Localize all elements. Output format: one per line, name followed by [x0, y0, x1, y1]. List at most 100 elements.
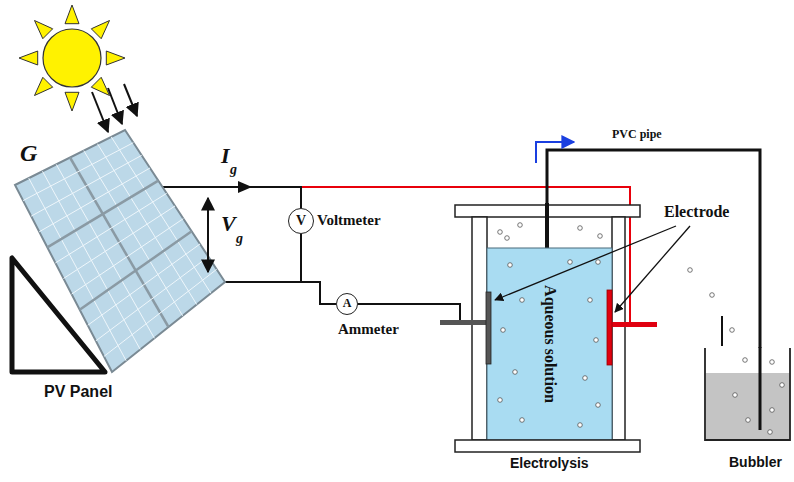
electrode: [607, 290, 612, 365]
bubble: [498, 230, 503, 235]
pipe-stub: [545, 203, 549, 249]
bubble: [513, 370, 518, 375]
cell-wall: [612, 217, 625, 440]
sun-ray: [106, 51, 125, 65]
voltage-arrow: [207, 198, 209, 272]
voltmeter-circle: VVoltmeter: [288, 208, 314, 234]
panel-grid: [96, 257, 208, 341]
bubbles: [498, 223, 603, 428]
sun-ray: [35, 77, 53, 95]
bubble: [520, 298, 525, 303]
sun-ray: [65, 92, 79, 111]
bubble: [780, 383, 785, 388]
bubble: [770, 360, 775, 365]
part-label: Electrode: [664, 203, 729, 221]
edge-label: PVC pipe: [612, 128, 662, 141]
subscript: g: [236, 231, 243, 246]
light-arrow: [124, 84, 137, 116]
panel-grid: [31, 155, 142, 216]
sun-ray: [19, 51, 38, 65]
bubbler-label: Bubbler: [729, 455, 782, 470]
bubble: [578, 226, 583, 231]
sun-ray: [91, 77, 109, 95]
electrode-leaders: [495, 226, 690, 312]
meter-symbol: V: [296, 213, 306, 228]
pv-panel: [15, 130, 225, 372]
sun-ray: [91, 21, 109, 39]
sun-disc: [43, 29, 101, 87]
bubble: [520, 418, 525, 423]
sun-ray: [65, 5, 79, 24]
bubble: [710, 293, 715, 298]
panel-label: PV Panel: [44, 383, 112, 401]
meter-label: Voltmeter: [317, 212, 381, 229]
bubble: [568, 260, 573, 265]
panel-grid: [88, 244, 200, 325]
bubble: [583, 376, 588, 381]
bubble: [594, 338, 599, 343]
bubble: [508, 263, 513, 268]
wire-connector: [358, 304, 487, 323]
bubble: [596, 403, 601, 408]
bubbler-box: Bubbler: [705, 348, 790, 440]
electrode-rod: [440, 320, 487, 325]
bubbler-wall: [705, 348, 790, 440]
wire-connector: [301, 234, 336, 304]
electrolysis-cell: [440, 203, 657, 452]
light-arrow: [92, 92, 108, 132]
bubble: [501, 328, 506, 333]
bubbler-liquid: [706, 373, 790, 440]
sun-ray: [35, 21, 53, 39]
cell-wall: [472, 217, 487, 440]
panel-grid: [64, 206, 176, 279]
cell-base: [455, 440, 640, 452]
panel-grid: [104, 269, 217, 356]
flow-arrow: [536, 142, 574, 163]
bubble: [596, 260, 601, 265]
panel-grid: [55, 193, 166, 263]
cell-label: Electrolysis: [510, 456, 589, 471]
bubble: [746, 418, 751, 423]
bubble: [588, 298, 593, 303]
voltage-symbol: V: [221, 212, 236, 236]
panel-grid: [72, 219, 184, 294]
light-arrow: [108, 88, 122, 124]
bubble: [730, 328, 735, 333]
bubble: [743, 358, 748, 363]
current-symbol: I: [221, 144, 230, 168]
bubble: [598, 234, 603, 239]
bubble: [498, 398, 503, 403]
leader-line: [495, 226, 676, 300]
panel-grid: [23, 143, 133, 201]
bubble: [770, 408, 775, 413]
subscript: g: [230, 162, 237, 177]
electrolysis-tank: Aqueous solutionElectrolysis: [487, 248, 612, 440]
electrode: [486, 292, 491, 364]
outlet-tube: [721, 316, 723, 346]
panel-grid: [47, 181, 158, 248]
meter-symbol: A: [343, 297, 352, 310]
current-arrow: [238, 181, 252, 193]
bubbles: [688, 268, 785, 435]
pv-panel-box: PV Panel: [10, 180, 140, 402]
solution-label: Aqueous solution: [541, 283, 559, 405]
pipe-end: [759, 347, 762, 430]
ammeter-circle: AAmmeter: [336, 293, 358, 315]
bubble: [578, 423, 583, 428]
leader-line: [615, 226, 690, 312]
bubble: [518, 223, 523, 228]
panel-grid: [80, 231, 192, 309]
electrode-rod: [612, 322, 657, 327]
bubble: [505, 236, 510, 241]
bubbler-vessel: [688, 268, 790, 440]
meter-label: Ammeter: [338, 321, 399, 338]
bubble: [768, 430, 773, 435]
sunlight-arrows: [92, 84, 137, 132]
bubble: [733, 393, 738, 398]
sun-symbol: [19, 5, 125, 111]
panel-grid: [39, 168, 150, 232]
solution: [487, 248, 612, 440]
panel-face: [15, 130, 225, 372]
